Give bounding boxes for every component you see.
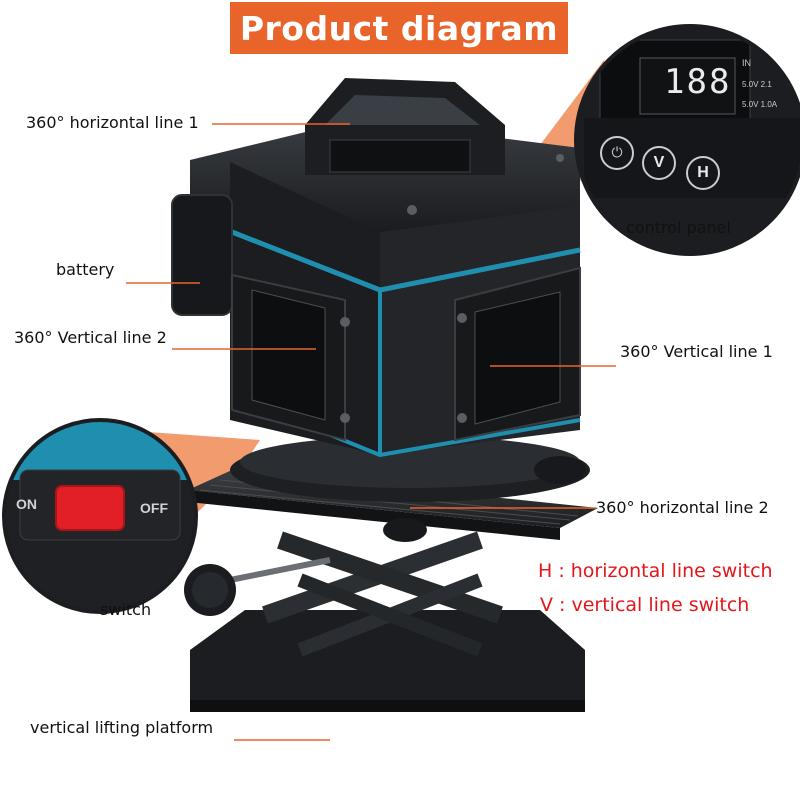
leader-lines	[126, 123, 616, 741]
label-battery: battery	[56, 260, 115, 279]
label-vertical-line-2: 360° Vertical line 2	[14, 328, 167, 347]
label-lifting-platform: vertical lifting platform	[30, 718, 214, 737]
swivel-base	[230, 436, 590, 542]
switch-off-text: OFF	[140, 500, 168, 516]
display-digits: 188	[664, 62, 732, 102]
label-vertical-line-1: 360° Vertical line 1	[620, 342, 773, 361]
display-reading-2: 5.0V 2.1	[742, 80, 772, 89]
label-horizontal-line-2: 360° horizontal line 2	[596, 498, 769, 517]
display-reading-3: 5.0V 1.0A	[742, 100, 778, 109]
label-switch: switch	[100, 600, 152, 619]
label-control-panel: control panel	[626, 218, 731, 237]
power-switch-button[interactable]	[55, 485, 125, 531]
switch-on-text: ON	[16, 496, 37, 512]
lifting-platform	[184, 470, 598, 712]
v-button[interactable]: V	[642, 146, 676, 180]
legend-h-switch: H : horizontal line switch	[538, 560, 773, 582]
h-button[interactable]: H	[686, 156, 720, 190]
title-banner: Product diagram	[230, 2, 568, 54]
switch-zoom	[2, 418, 198, 614]
legend-v-switch: V : vertical line switch	[540, 594, 750, 616]
display-reading-in: IN	[742, 58, 751, 68]
control-panel-zoom	[574, 24, 800, 256]
label-horizontal-line-1: 360° horizontal line 1	[26, 113, 199, 132]
laser-housing	[171, 78, 581, 458]
power-button-icon[interactable]: ⏻	[600, 136, 634, 170]
battery-pack	[171, 194, 233, 316]
page-title: Product diagram	[239, 8, 559, 48]
